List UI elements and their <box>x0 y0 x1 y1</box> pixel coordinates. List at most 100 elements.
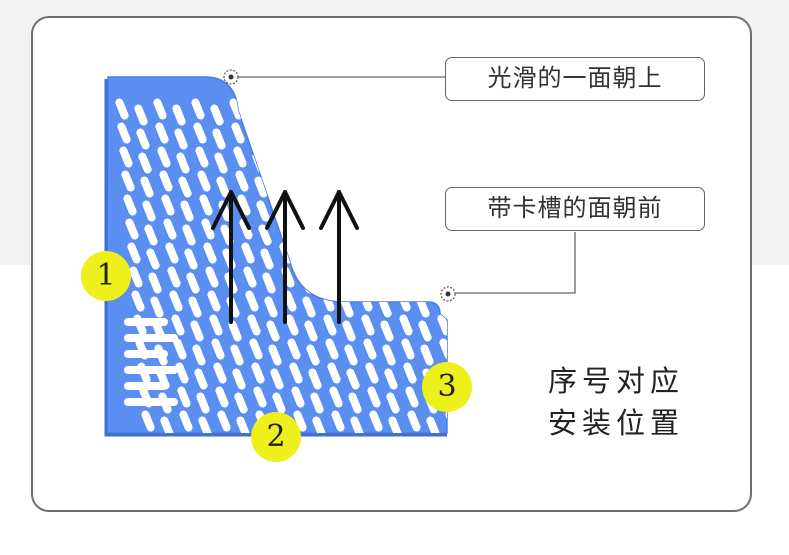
side-slot <box>124 334 178 342</box>
slot-hole <box>237 194 251 216</box>
slot-hole <box>400 104 414 126</box>
slot-hole <box>201 218 215 240</box>
slot-hole <box>487 247 503 270</box>
slot-hole <box>425 170 439 192</box>
slot-hole <box>180 200 194 222</box>
slot-hole <box>324 104 338 126</box>
slot-hole <box>228 320 242 342</box>
up-arrow-icon <box>265 190 305 324</box>
slot-hole <box>198 416 212 433</box>
slot-hole <box>477 127 493 150</box>
slot-hole <box>249 338 263 360</box>
slot-hole <box>412 248 426 270</box>
slot-hole <box>188 296 202 318</box>
slot-hole <box>247 314 261 336</box>
slot-hole <box>418 320 432 342</box>
slot-hole <box>493 319 509 342</box>
slot-hole <box>285 314 299 336</box>
slot-hole <box>362 104 376 126</box>
slot-hole <box>144 224 158 246</box>
slot-hole <box>329 386 343 408</box>
caption-line-2: 安装位置 <box>548 406 685 440</box>
slot-hole <box>286 104 300 126</box>
slot-hole <box>491 295 507 318</box>
slot-hole <box>231 122 245 144</box>
slot-hole <box>323 314 337 336</box>
slot-hole <box>250 128 264 150</box>
slot-hole <box>370 200 384 222</box>
slot-hole <box>142 200 156 222</box>
slot-hole <box>195 146 209 168</box>
slot-hole <box>270 368 284 390</box>
slot-hole <box>234 392 248 414</box>
slot-hole <box>182 224 196 246</box>
slot-hole <box>463 415 479 438</box>
slot-hole <box>328 152 342 174</box>
slot-hole <box>367 386 381 408</box>
slot-hole <box>345 122 359 144</box>
slot-hole <box>419 98 433 120</box>
slot-hole <box>254 176 268 198</box>
slot-hole <box>190 320 204 342</box>
side-slot <box>124 350 168 358</box>
slot-hole <box>342 320 356 342</box>
slot-hole <box>482 409 498 432</box>
slot-hole <box>165 242 179 264</box>
slot-hole <box>186 272 200 294</box>
slot-hole <box>264 296 278 318</box>
slot-hole <box>258 224 272 246</box>
slot-hole <box>121 170 135 192</box>
slot-hole <box>266 320 280 342</box>
slot-hole <box>311 170 325 192</box>
side-slot <box>124 318 168 326</box>
slot-hole <box>161 194 175 216</box>
slot-hole <box>401 338 415 360</box>
slot-hole <box>163 218 177 240</box>
slot-hole <box>326 128 340 150</box>
slot-hole <box>404 152 418 174</box>
slot-hole <box>236 416 250 433</box>
slot-hole <box>150 296 164 318</box>
slot-hole <box>374 248 388 270</box>
slot-hole <box>160 416 174 433</box>
slot-hole <box>438 104 447 126</box>
slot-hole <box>414 272 428 294</box>
slot-hole <box>174 128 188 150</box>
slot-hole <box>388 416 402 433</box>
slot-hole <box>449 247 465 270</box>
slot-hole <box>216 176 230 198</box>
slot-hole <box>293 410 307 432</box>
slot-hole <box>119 146 133 168</box>
slot-hole <box>431 242 445 264</box>
slot-hole <box>260 248 274 270</box>
slot-hole <box>159 170 173 192</box>
slot-hole <box>192 344 206 366</box>
slot-hole <box>141 410 155 432</box>
slot-hole <box>408 200 422 222</box>
slot-hole <box>194 368 208 390</box>
slot-hole <box>325 338 339 360</box>
slot-hole <box>317 242 331 264</box>
slot-hole <box>479 151 495 174</box>
slot-hole <box>171 314 185 336</box>
slot-hole <box>288 128 302 150</box>
slot-hole <box>262 272 276 294</box>
slot-hole <box>175 362 189 384</box>
slot-hole <box>213 362 227 384</box>
slot-hole <box>197 170 211 192</box>
slot-hole <box>271 146 285 168</box>
caption-line-1: 序号对应 <box>548 364 685 398</box>
slot-hole <box>212 128 226 150</box>
slot-hole <box>346 368 360 390</box>
slot-hole <box>309 146 323 168</box>
slot-hole <box>423 146 437 168</box>
slot-hole <box>207 290 221 312</box>
slot-hole <box>344 344 358 366</box>
slot-hole <box>123 194 137 216</box>
slot-hole <box>350 416 364 433</box>
slot-hole <box>241 242 255 264</box>
slot-hole <box>193 122 207 144</box>
slot-hole <box>475 103 491 126</box>
file-holder-body <box>105 76 448 434</box>
slot-hole <box>235 170 249 192</box>
